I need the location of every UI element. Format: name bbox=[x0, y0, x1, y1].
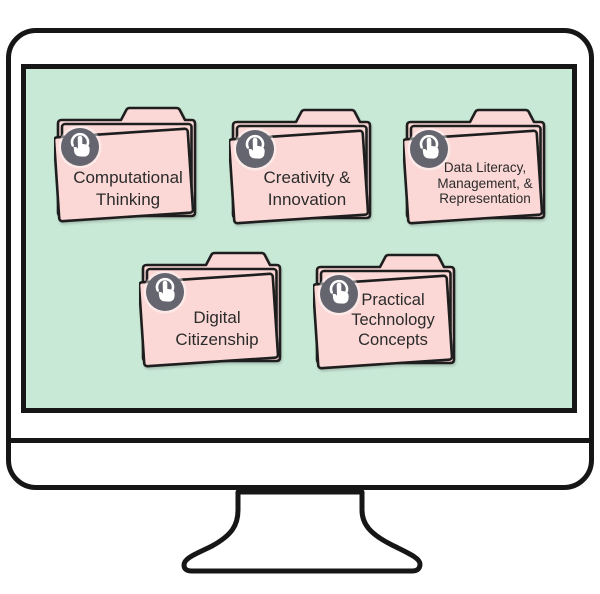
tap-icon[interactable] bbox=[317, 272, 361, 316]
folder-label: Creativity & Innovation bbox=[263, 168, 351, 209]
folder-digital-citizenship[interactable]: Digital Citizenship bbox=[139, 251, 287, 369]
folder-label: Digital Citizenship bbox=[175, 308, 259, 349]
folder-icon bbox=[54, 106, 197, 223]
tap-icon[interactable] bbox=[58, 125, 102, 169]
folder-computational-thinking[interactable]: Computational Thinking bbox=[54, 106, 202, 224]
folder-label: Data Literacy, Management, & Representat… bbox=[437, 160, 533, 207]
folder-practical-technology-concepts[interactable]: Practical Technology Concepts bbox=[313, 253, 461, 371]
folder-label: Practical Technology Concepts bbox=[351, 291, 435, 349]
folder-data-literacy-management-representation[interactable]: Data Literacy, Management, & Representat… bbox=[403, 108, 551, 226]
tap-icon[interactable] bbox=[143, 270, 187, 314]
folder-icon bbox=[313, 253, 456, 370]
folder-icon bbox=[139, 251, 282, 368]
tap-icon[interactable] bbox=[407, 127, 451, 171]
folder-icon bbox=[229, 108, 372, 225]
tap-icon[interactable] bbox=[233, 127, 277, 171]
monitor-chin-divider bbox=[7, 438, 593, 443]
folder-label: Computational Thinking bbox=[73, 168, 183, 209]
monitor-stand bbox=[181, 489, 423, 574]
folder-icon bbox=[403, 108, 546, 225]
folder-creativity-innovation[interactable]: Creativity & Innovation bbox=[229, 108, 377, 226]
